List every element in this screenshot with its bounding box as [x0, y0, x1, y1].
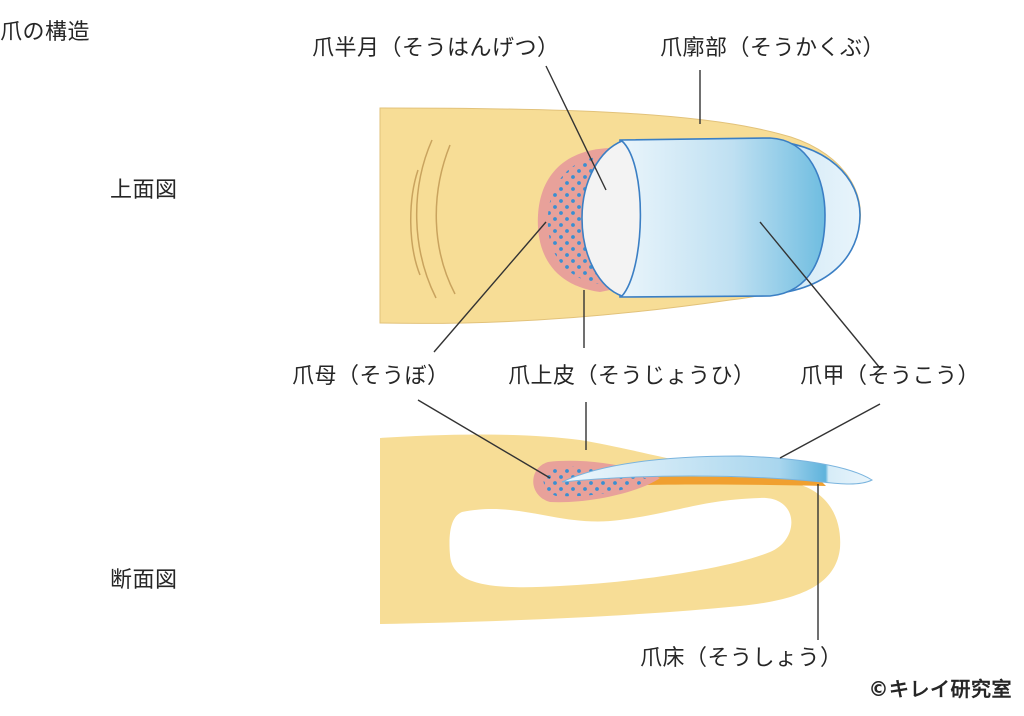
top-view	[379, 107, 861, 324]
leader-line-matrix-section	[417, 399, 551, 479]
leader-line-lunula	[545, 65, 607, 191]
top-view-label: 上面図	[110, 178, 178, 203]
leader-lines	[417, 65, 881, 640]
lunula-top	[581, 140, 642, 297]
leader-line-nail-plate-top	[759, 221, 881, 369]
matrix-label: 爪母（そうぼ）	[292, 364, 450, 389]
nail-plate-section	[561, 455, 874, 485]
leader-line-matrix-top	[433, 221, 547, 353]
lunula-label: 爪半月（そうはんげつ）	[312, 36, 560, 61]
section-view-label: 断面図	[110, 568, 178, 593]
nail-plate-top	[619, 137, 826, 298]
copyright-notice: ©キレイ研究室	[868, 677, 1012, 701]
finger-wrinkle	[409, 169, 421, 276]
section-view	[380, 434, 874, 624]
nail-bed-label: 爪床（そうしょう）	[640, 646, 843, 671]
finger-wrinkle	[435, 144, 456, 295]
bone-cavity	[449, 497, 792, 588]
eponychium-label: 爪上皮（そうじょうひ）	[508, 364, 756, 389]
finger-wrinkle	[415, 139, 437, 299]
diagram-title: 爪の構造	[0, 20, 91, 45]
nail-plate-label: 爪甲（そうこう）	[800, 364, 981, 389]
leader-line-nail-plate-section	[779, 403, 881, 459]
nail-wall-label: 爪廓部（そうかくぶ）	[660, 36, 886, 61]
